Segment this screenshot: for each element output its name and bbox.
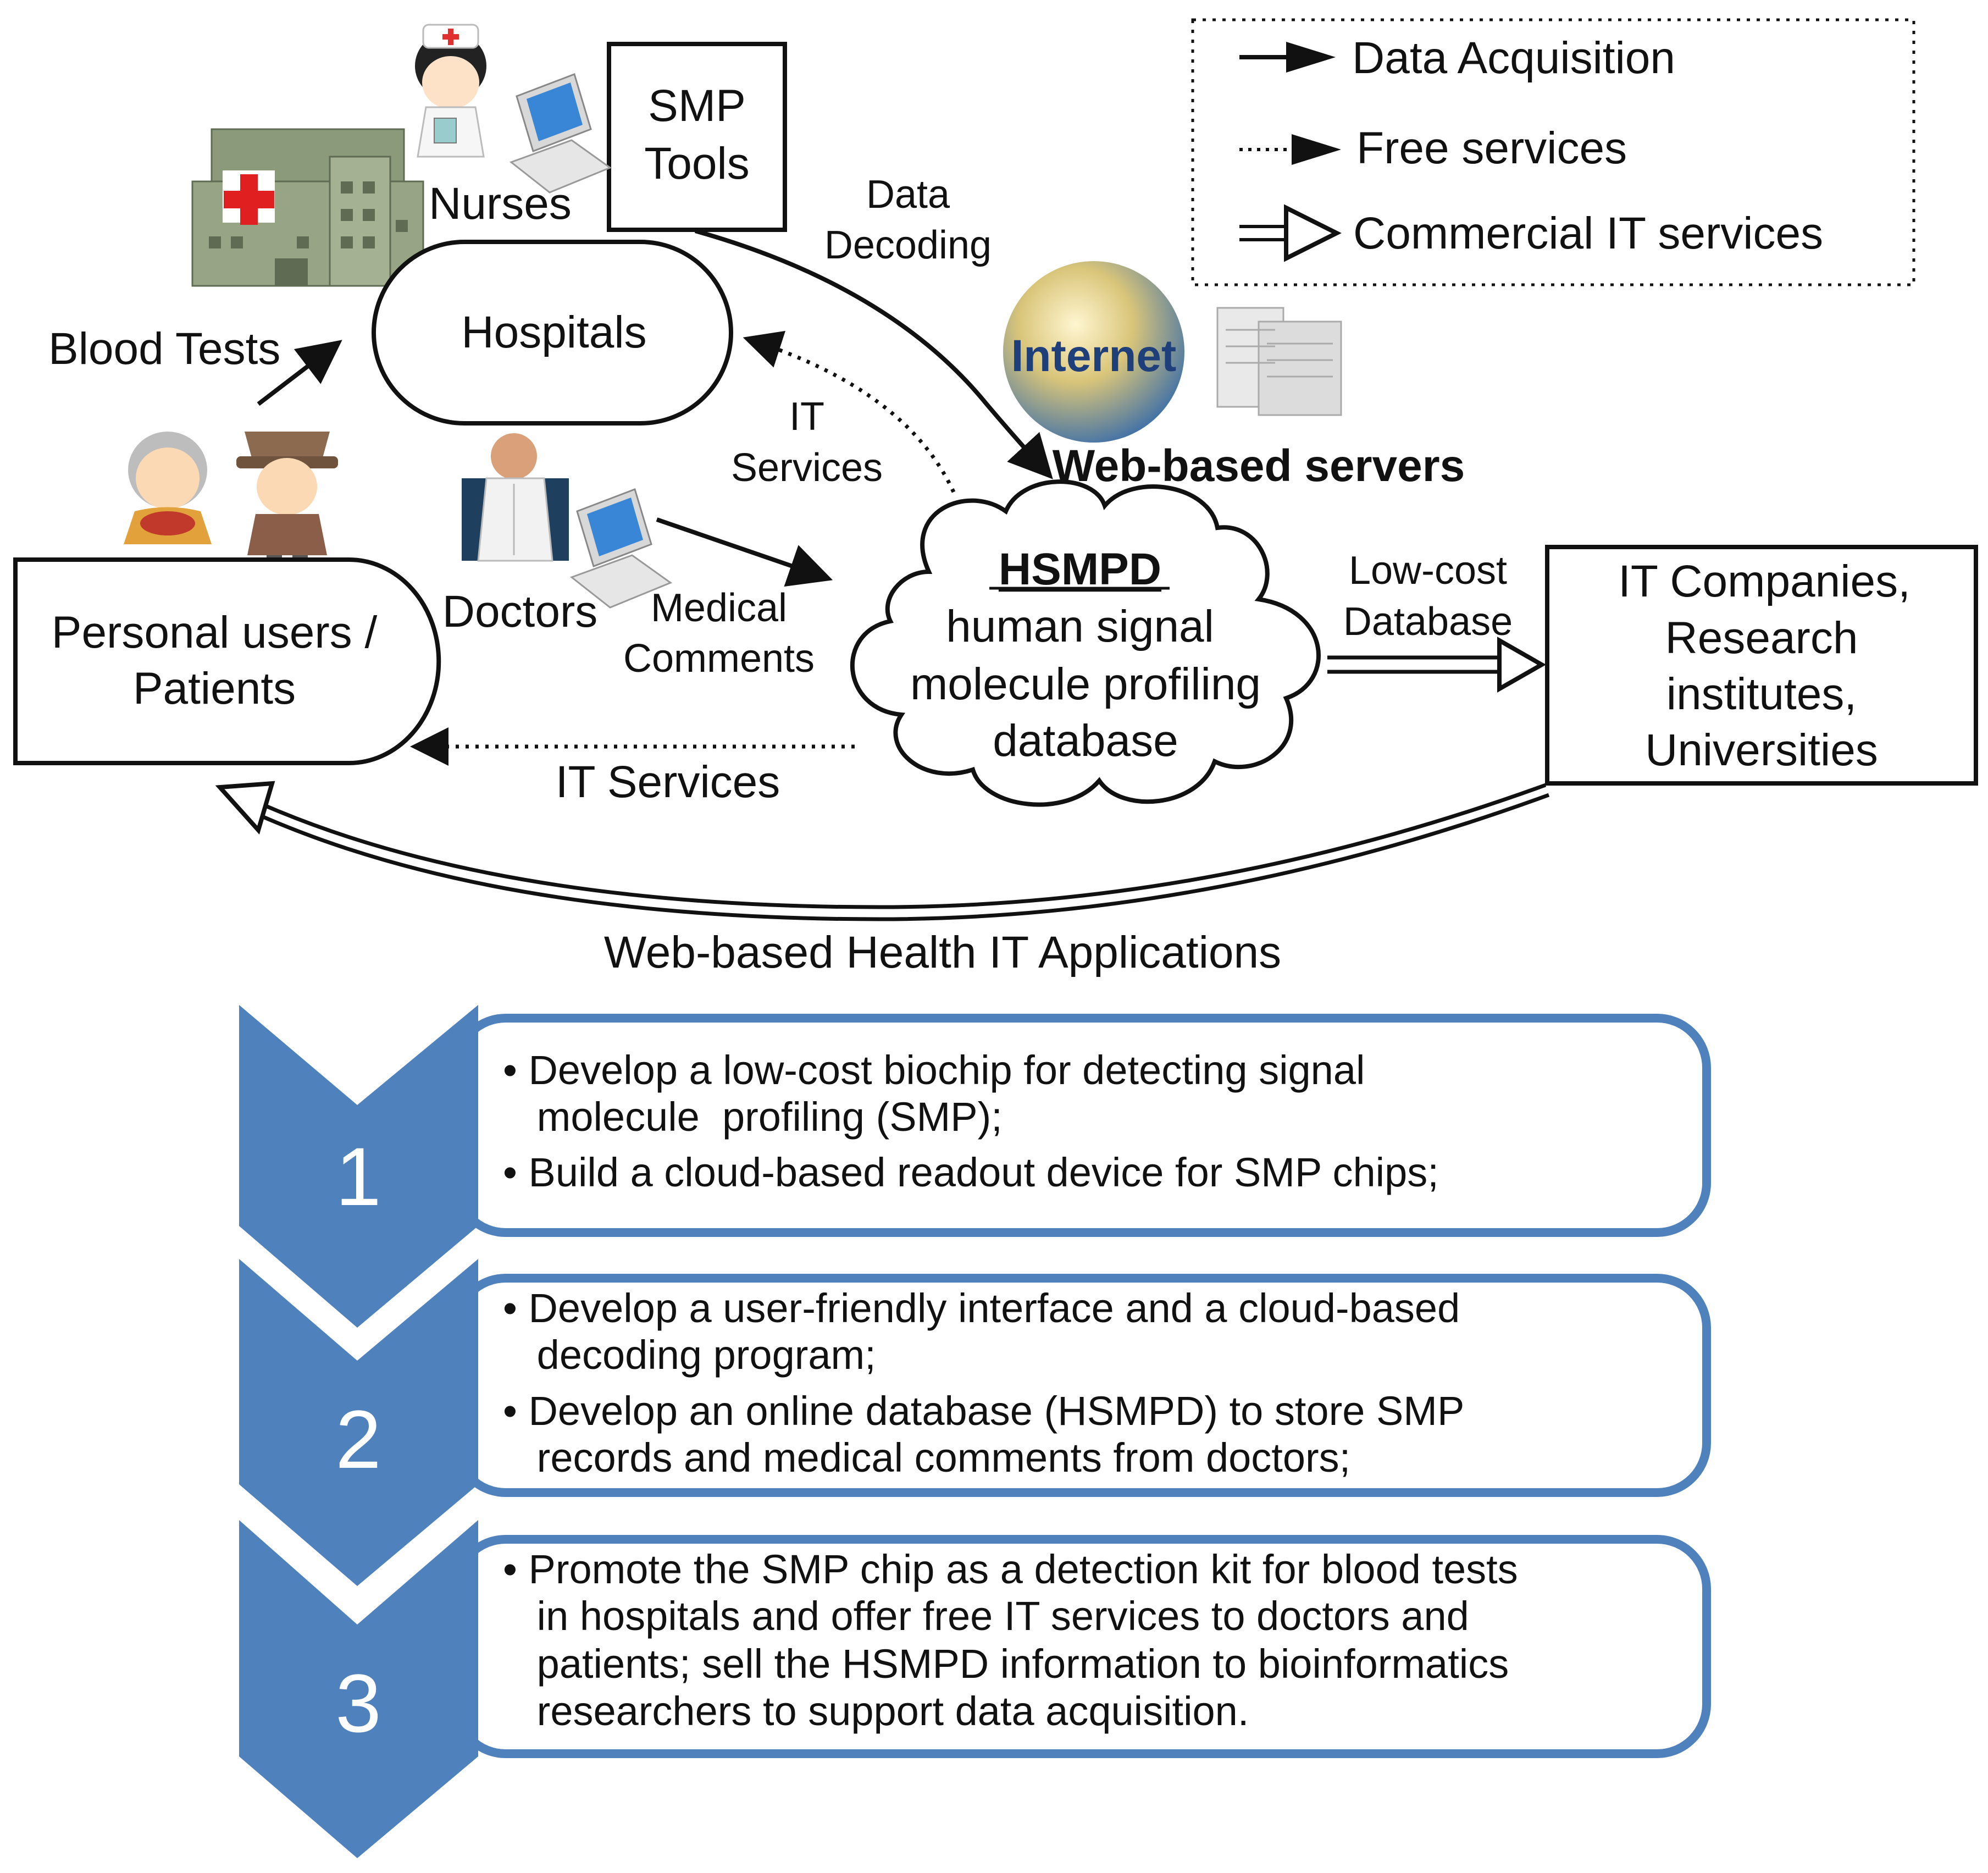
legend-solid-arrow-icon [1239, 42, 1336, 73]
legend-border [1191, 18, 1915, 286]
lowcost-database-arrow [1327, 637, 1547, 693]
medical-comments-label-2: Comments [623, 637, 815, 681]
smp-tools-label-1: SMP [648, 81, 746, 131]
it-services-top-label-2: Services [731, 446, 883, 490]
smp-tools-box: SMP Tools [607, 42, 787, 232]
legend-dotted-arrow-icon [1239, 134, 1341, 165]
legend-free-services: Free services [1356, 123, 1627, 173]
personal-users-label-2: Patients [133, 664, 296, 714]
step-2-line-3: • Develop an online database (HSMPD) to … [503, 1388, 1464, 1434]
web-health-label: Web-based Health IT Applications [604, 927, 1281, 977]
smp-tools-label-2: Tools [644, 139, 749, 189]
internet-globe-icon: Internet [1003, 261, 1184, 443]
legend-hollow-arrow-icon [1239, 204, 1342, 262]
hsmpd-title: HSMPD [999, 544, 1161, 594]
blood-tests-arrow [257, 340, 342, 406]
step-3-line-4: researchers to support data acquisition. [503, 1688, 1249, 1734]
data-decoding-label-1: Data [866, 173, 950, 217]
step-3-line-2: in hospitals and offer free IT services … [503, 1593, 1469, 1639]
lowcost-label-2: Database [1343, 600, 1513, 644]
doctors-label: Doctors [442, 587, 598, 637]
medical-comments-arrow [656, 517, 833, 587]
hospitals-label: Hospitals [461, 307, 646, 357]
it-companies-label-1: IT Companies, [1618, 556, 1911, 606]
server-icon [1216, 307, 1342, 416]
step-3: 3 • Promote the SMP chip as a detection … [239, 1520, 1711, 1858]
legend-commercial: Commercial IT services [1353, 208, 1823, 258]
hsmpd-line-2: molecule profiling [910, 659, 1261, 709]
step-2-chevron [239, 1259, 478, 1586]
step-1-line-3: • Build a cloud-based readout device for… [503, 1150, 1439, 1195]
step-1-number: 1 [335, 1130, 381, 1223]
computer-icon [509, 73, 612, 194]
computer-icon [569, 488, 673, 609]
medical-comments-label-1: Medical [651, 586, 787, 630]
nurses-label: Nurses [429, 179, 572, 229]
step-3-number: 3 [335, 1657, 381, 1749]
step-1: 1 • Develop a low-cost biochip for detec… [239, 1005, 1711, 1328]
step-2: 2 • Develop a user-friendly interface an… [239, 1259, 1711, 1586]
lowcost-label-1: Low-cost [1349, 549, 1507, 593]
it-services-top-label-1: IT [789, 395, 824, 439]
step-2-line-1: • Develop a user-friendly interface and … [503, 1285, 1460, 1331]
step-1-line-1: • Develop a low-cost biochip for detecti… [503, 1047, 1365, 1093]
step-1-line-2: molecule profiling (SMP); [503, 1094, 1003, 1140]
it-companies-label-4: Universities [1645, 725, 1878, 775]
legend-data-acquisition: Data Acquisition [1352, 33, 1675, 83]
blood-tests-label: Blood Tests [48, 324, 280, 374]
step-2-number: 2 [335, 1393, 381, 1485]
elderly-woman-icon [124, 432, 212, 544]
hsmpd-line-1: human signal [946, 601, 1214, 651]
web-servers-label: Web-based servers [1053, 441, 1465, 491]
nurse-icon [415, 24, 486, 158]
it-services-bottom-label: IT Services [556, 757, 780, 807]
personal-users-label-1: Personal users / [52, 607, 378, 658]
doctor-icon [462, 433, 569, 562]
it-companies-label-2: Research [1665, 613, 1858, 663]
hospital-icon [191, 128, 424, 287]
elderly-man-icon [236, 432, 338, 567]
step-3-chevron [239, 1520, 478, 1858]
step-3-line-3: patients; sell the HSMPD information to … [503, 1641, 1509, 1687]
hsmpd-cloud: HSMPD human signal molecule profiling da… [850, 479, 1321, 807]
personal-users-node: Personal users / Patients [13, 557, 441, 765]
it-companies-label-3: institutes, [1666, 669, 1857, 719]
step-2-line-4: records and medical comments from doctor… [503, 1435, 1350, 1480]
web-health-arrow [215, 781, 1550, 921]
it-companies-box: IT Companies, Research institutes, Unive… [1545, 545, 1978, 786]
step-3-line-1: • Promote the SMP chip as a detection ki… [503, 1546, 1518, 1592]
internet-logo-text: Internet [1011, 331, 1177, 381]
hospitals-node: Hospitals [372, 240, 733, 426]
step-2-line-2: decoding program; [503, 1332, 876, 1378]
step-1-chevron [239, 1005, 478, 1328]
it-services-top-arrow [743, 330, 956, 493]
data-decoding-arrow [694, 229, 1053, 479]
legend: Data Acquisition Free services Commercia… [1191, 18, 1915, 286]
data-decoding-label-2: Decoding [824, 223, 992, 267]
hsmpd-line-3: database [993, 716, 1178, 766]
